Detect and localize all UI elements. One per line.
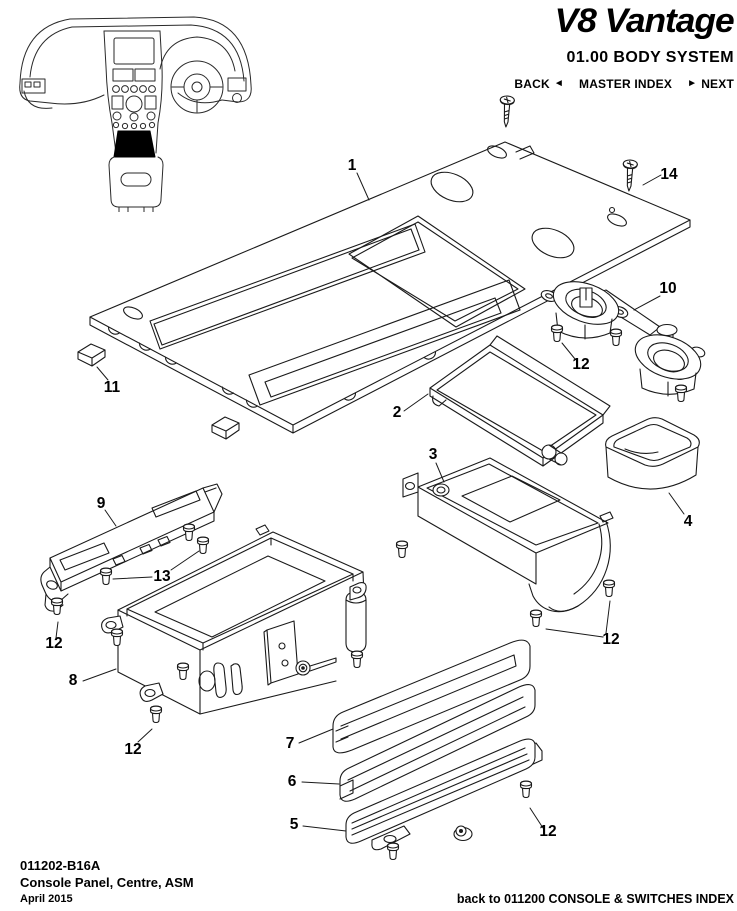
callout-1: 1 [348, 157, 357, 174]
back-arrow-icon: ◄ [553, 77, 564, 89]
screw [176, 662, 190, 681]
part-7-rail-upper [332, 639, 531, 754]
screw [350, 650, 364, 669]
screw [110, 628, 124, 647]
back-label: BACK [514, 76, 550, 91]
dashboard-thumbnail [19, 16, 252, 212]
screw [149, 705, 163, 724]
screw [602, 579, 616, 598]
callout-12-b: 12 [45, 635, 62, 652]
part-5-rail-lower [345, 738, 543, 851]
next-link[interactable]: ►NEXT [687, 77, 734, 91]
callout-8: 8 [69, 672, 78, 689]
next-arrow-icon: ► [687, 77, 698, 89]
doc-title: Console Panel, Centre, ASM [20, 875, 194, 890]
callout-5: 5 [290, 816, 299, 833]
callout-leaders [55, 172, 685, 832]
callout-7: 7 [286, 735, 295, 752]
part-1-console-panel [89, 141, 691, 434]
screw [498, 95, 516, 128]
screw [674, 384, 688, 403]
part-8-storage-box [101, 524, 367, 715]
screw [386, 842, 400, 861]
brand-logo: V8 Vantage [555, 2, 735, 40]
screw [621, 159, 639, 192]
master-index-link[interactable]: MASTER INDEX [579, 77, 672, 91]
part-3-storage-bin [402, 457, 614, 613]
screw [50, 597, 64, 616]
dashboard-outline-drawing [19, 16, 252, 154]
callout-12-a: 12 [572, 356, 589, 373]
doc-date: April 2015 [20, 893, 73, 905]
console-highlight [113, 130, 156, 158]
part-11-pads [77, 343, 240, 440]
screw [529, 609, 543, 628]
callout-10: 10 [659, 280, 676, 297]
part-2-tray-lid [429, 335, 611, 467]
callout-12-d: 12 [602, 631, 619, 648]
callout-3: 3 [429, 446, 438, 463]
callout-2: 2 [393, 404, 402, 421]
master-index-label: MASTER INDEX [579, 76, 673, 91]
callout-12-c: 12 [124, 741, 141, 758]
pagination-nav: BACK◄ MASTER INDEX ►NEXT [514, 77, 734, 91]
next-label: NEXT [701, 76, 734, 91]
callout-12-e: 12 [539, 823, 556, 840]
footer-nav: back to 011200 CONSOLE & SWITCHES INDEX [457, 892, 734, 906]
screw [550, 324, 564, 343]
console-switches-index-link[interactable]: back to 011200 CONSOLE & SWITCHES INDEX [456, 892, 734, 906]
callout-labels: 1 14 10 12 11 2 3 4 9 13 12 8 12 12 7 6 … [45, 157, 692, 840]
section-title: 01.00 BODY SYSTEM [566, 48, 734, 66]
document-info: 011202-B16A Console Panel, Centre, ASM A… [20, 857, 194, 908]
part-6-rail-middle [339, 684, 536, 802]
callout-6: 6 [288, 773, 297, 790]
screw [182, 523, 196, 542]
doc-number: 011202-B16A [20, 858, 101, 873]
callout-11: 11 [104, 379, 121, 396]
callout-13: 13 [153, 568, 171, 585]
callout-9: 9 [97, 495, 106, 512]
callout-14: 14 [660, 166, 678, 183]
masthead: V8 Vantage 01.00 BODY SYSTEM BACK◄ MASTE… [514, 3, 735, 91]
back-link[interactable]: BACK◄ [514, 77, 564, 91]
screw [99, 567, 113, 586]
screw [395, 540, 409, 559]
screw [609, 328, 623, 347]
screw [519, 780, 533, 799]
part-9-bracket [40, 483, 223, 612]
part-4-rubber-insert [605, 417, 700, 490]
part-10-cupholder-assembly [540, 281, 706, 397]
callout-4: 4 [684, 513, 693, 530]
armrest-console-outline [108, 156, 164, 212]
